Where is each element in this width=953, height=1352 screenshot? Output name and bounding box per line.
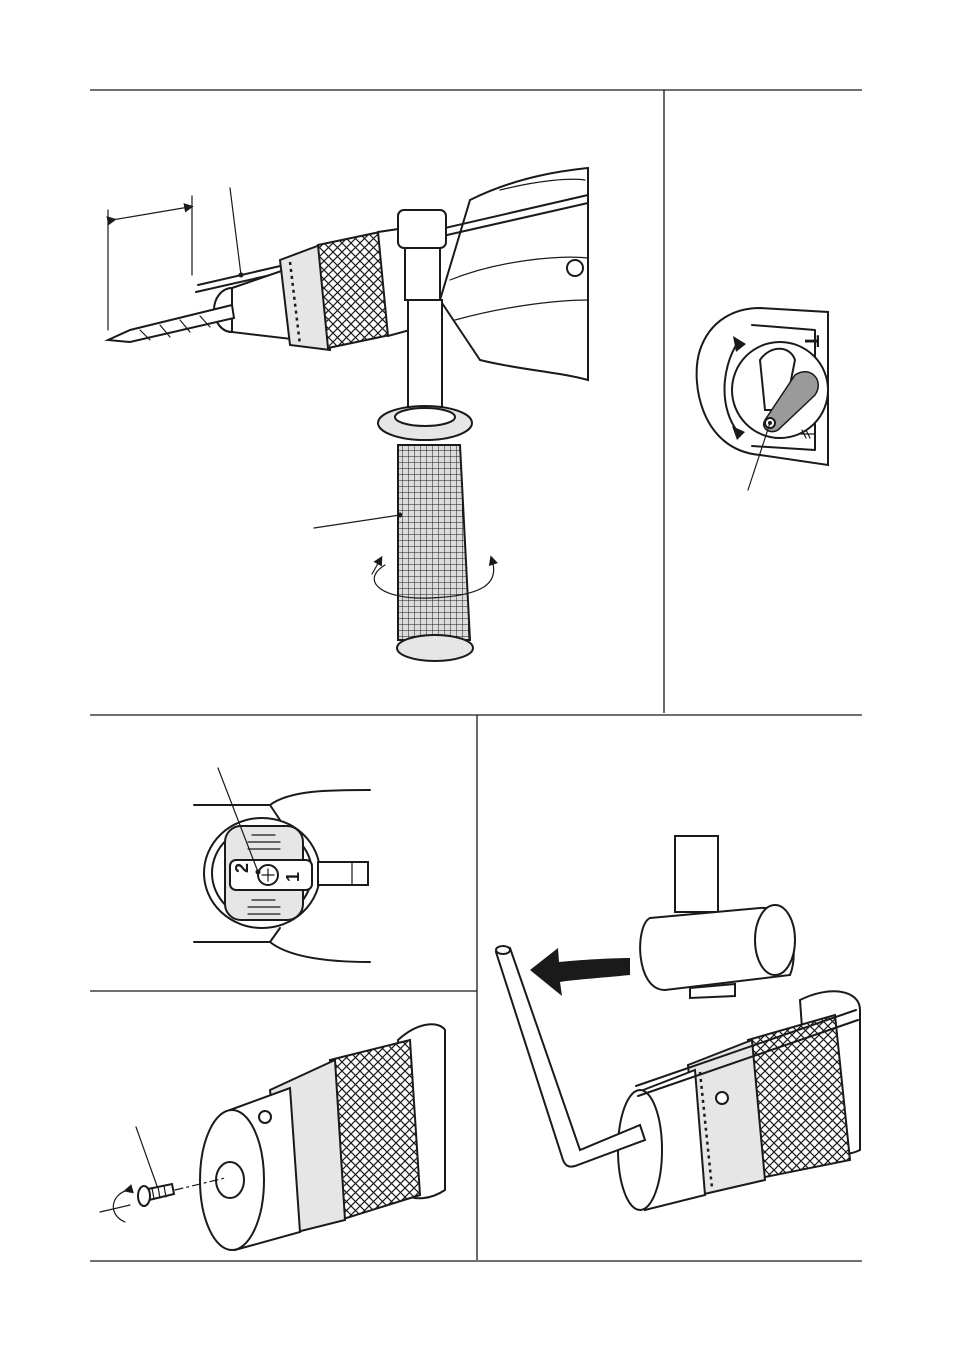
strike-direction-arrow [530,948,630,996]
switch-marking-t: T [800,335,822,347]
drill-bit [108,305,234,342]
figure-chuck-hex-key [496,836,860,1210]
handle-end-cap [397,635,473,661]
hex-key [496,948,645,1167]
figure-chuck-screw [100,1024,445,1250]
handle-stem [408,300,442,410]
figure-gear-selector: 2 1 [194,768,370,962]
hammer-handle [675,836,718,912]
figure-mode-switch: T [697,308,828,490]
depth-dimension [108,196,192,330]
figure-drill-side-handle [108,168,588,661]
gear-position-2: 2 [232,863,252,873]
handle-grip [398,445,470,640]
gear-position-1: 1 [283,872,303,882]
